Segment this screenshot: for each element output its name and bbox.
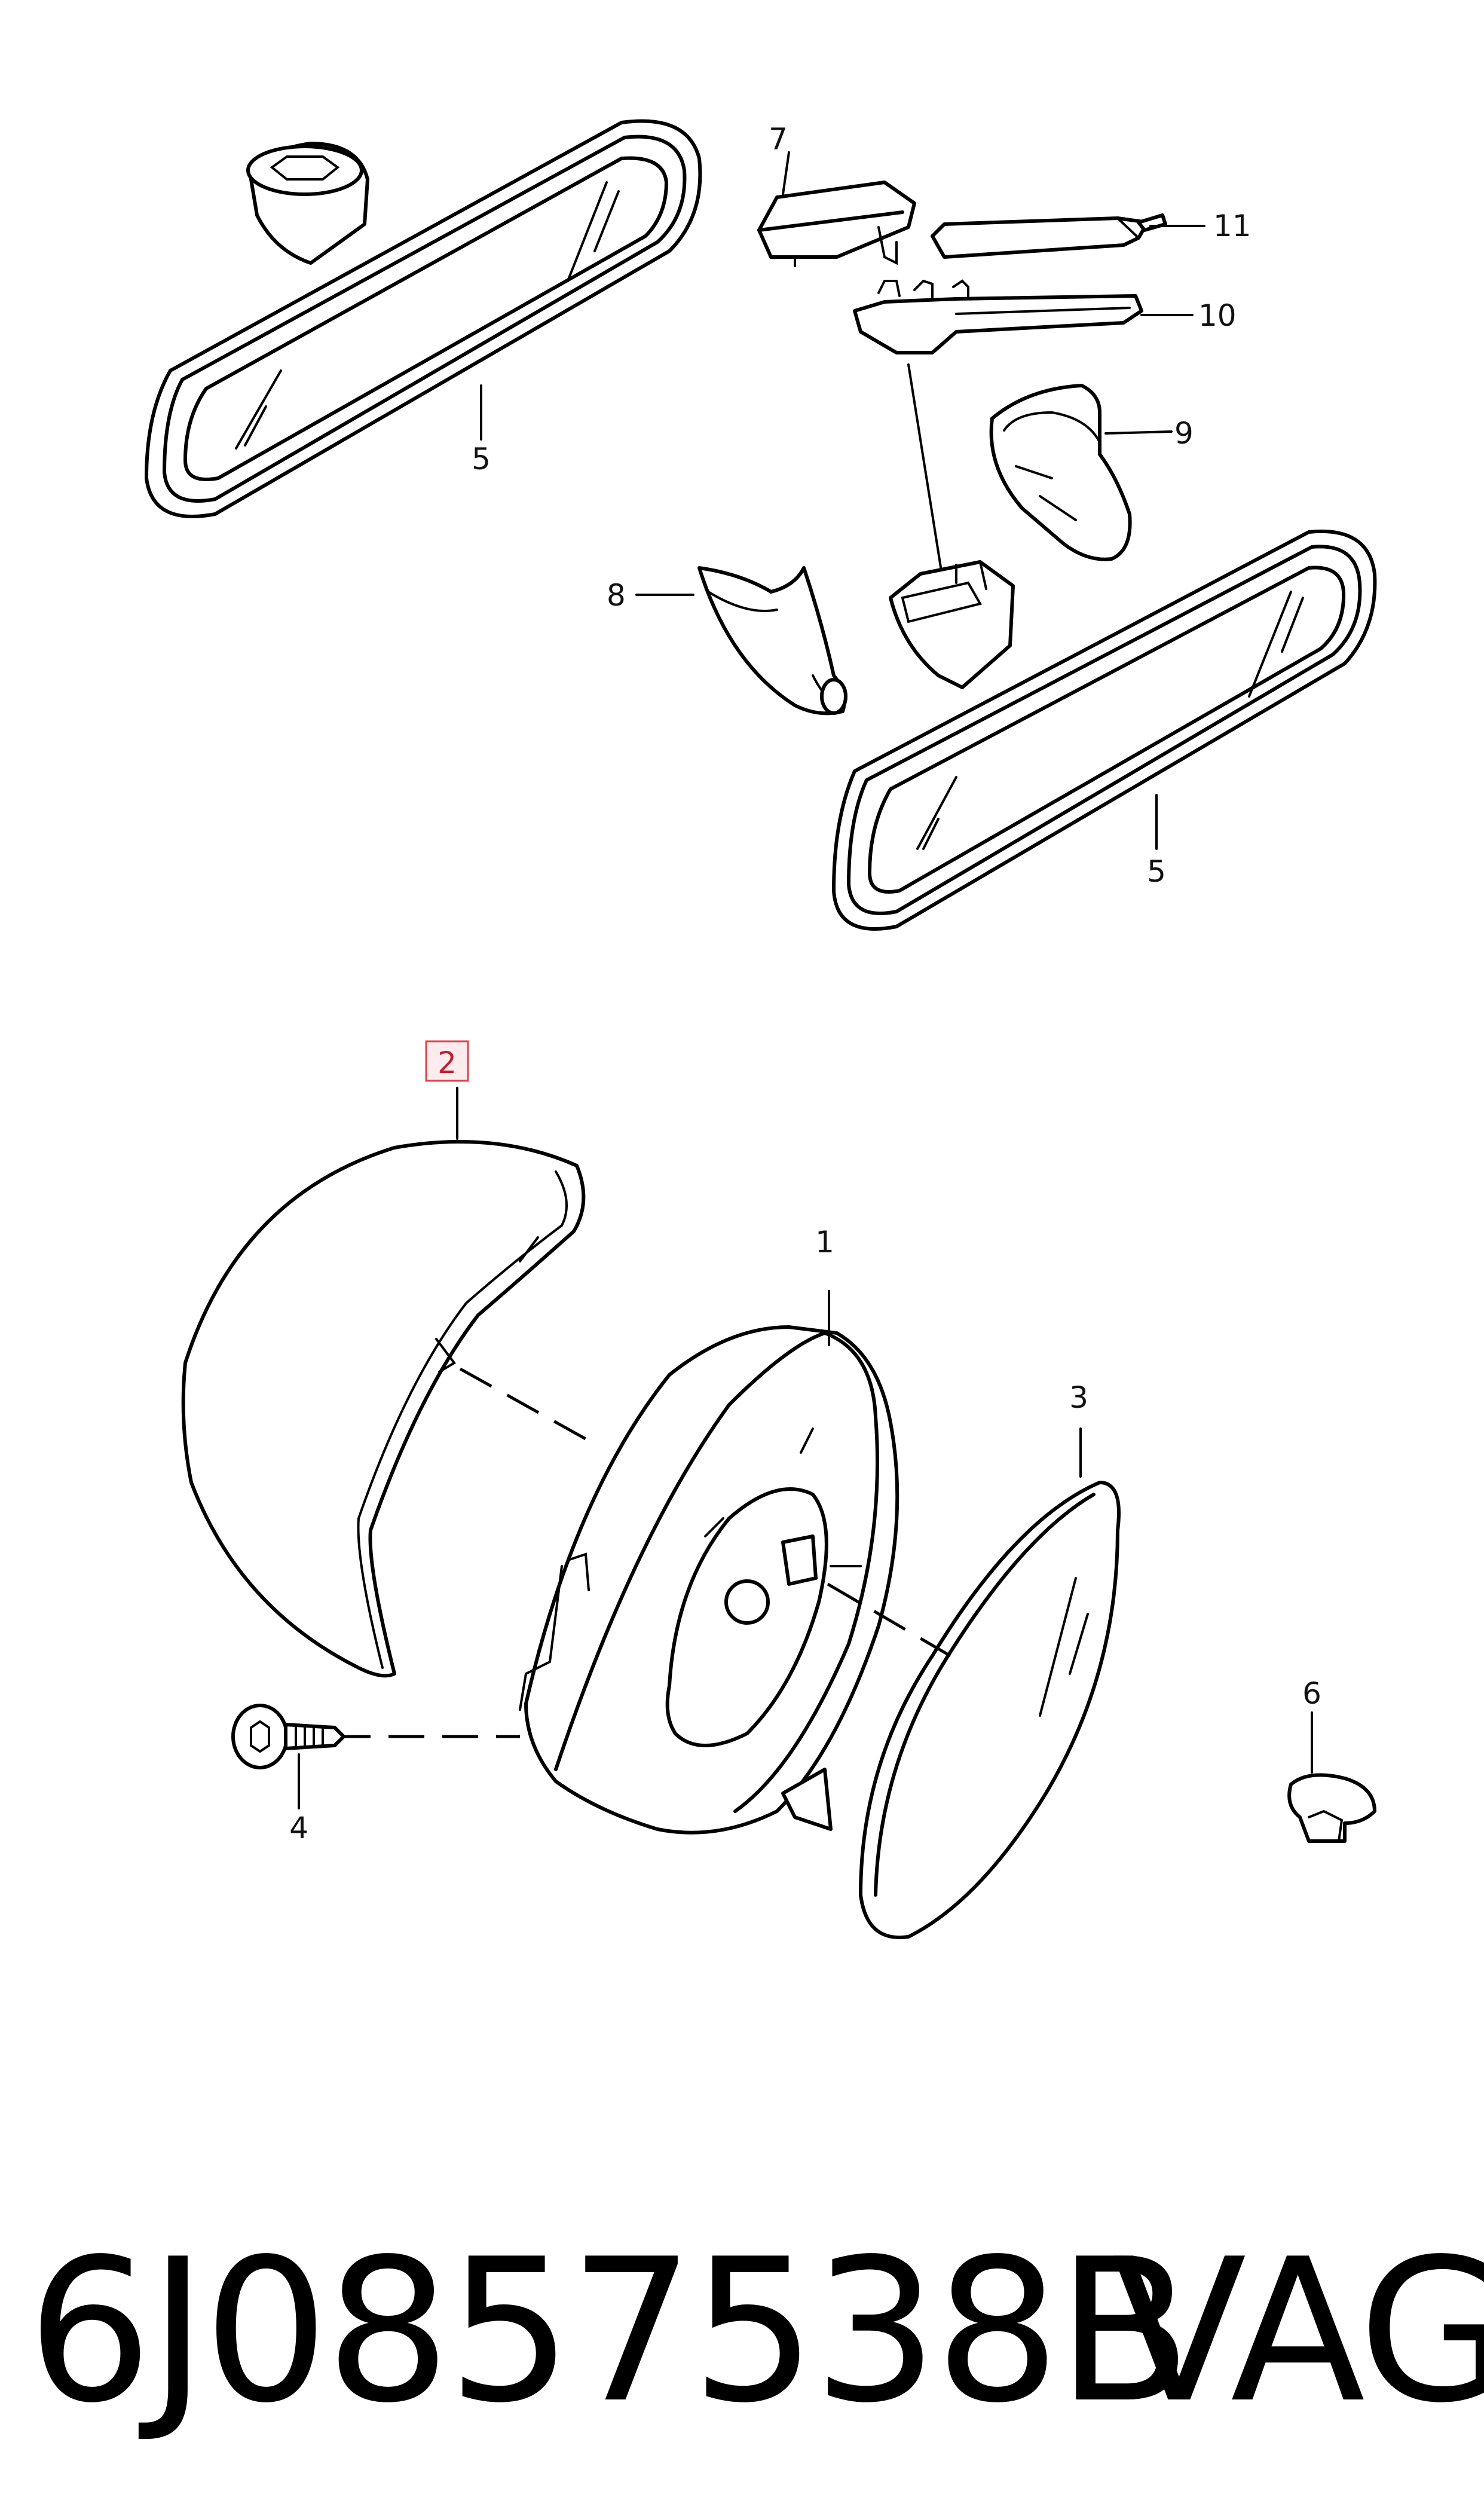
callout-11: 11 [1213,209,1252,243]
part-1-mirror-housing [519,1290,899,1835]
callout-3: 3 [1069,1380,1088,1415]
callout-4: 4 [289,1811,308,1845]
callout-9: 9 [1174,416,1194,451]
callout-2-highlight-box [425,1040,469,1082]
rearview-mirror-lower [832,529,1377,931]
part-6-clip [1287,1711,1376,1843]
callout-2-highlighted[interactable]: 2 [425,1040,469,1082]
part-8-cover [635,566,847,716]
callout-10: 10 [1198,298,1237,333]
part-10-bracket [853,279,1194,572]
rearview-mirror-upper [145,119,702,518]
part-9-cover [989,384,1173,561]
part-number-label: 6J0857538B [27,2217,1192,2446]
callout-1: 1 [815,1225,834,1260]
callout-5-lower: 5 [1147,854,1166,889]
part-4-screw [231,1704,345,1809]
callout-5-upper: 5 [472,442,491,476]
assembly-dashes [335,1367,951,1738]
callout-8: 8 [607,578,626,613]
part-11-strip [931,213,1205,259]
part-7-cover [757,151,916,267]
callout-2: 2 [437,1045,457,1080]
part-3-mirror-glass [859,1427,1121,1940]
brand-label: VAG [1112,2217,1484,2446]
part-2-housing-cap [181,1087,586,1678]
callout-6: 6 [1302,1676,1321,1711]
callout-7: 7 [769,122,788,157]
